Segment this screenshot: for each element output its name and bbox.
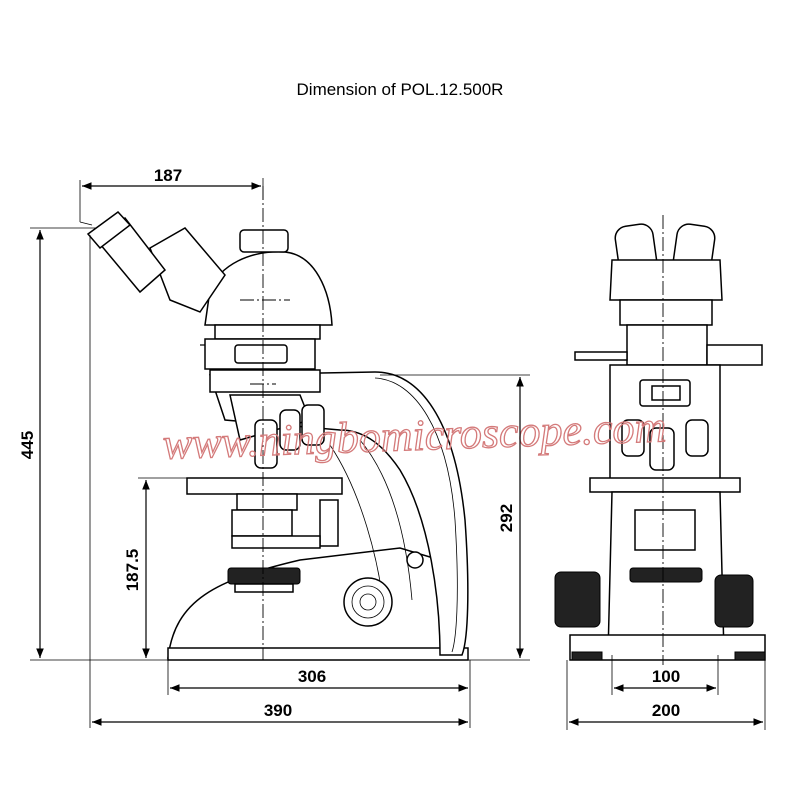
dim-label-total-width: 200 xyxy=(652,701,680,720)
dim-label-base-width-inner: 100 xyxy=(652,667,680,686)
dimension-lines xyxy=(30,178,766,730)
side-view xyxy=(86,186,469,661)
dim-label-total-height: 445 xyxy=(18,431,37,459)
dim-label-total-depth: 390 xyxy=(264,701,292,720)
dim-label-base-depth: 306 xyxy=(298,667,326,686)
diagram-title: Dimension of POL.12.500R xyxy=(296,80,504,99)
front-view xyxy=(554,215,766,665)
dim-label-eyepiece-offset: 187 xyxy=(154,166,182,185)
dim-label-arm-height: 292 xyxy=(497,504,516,532)
dim-label-stage-height: 187.5 xyxy=(123,549,142,592)
